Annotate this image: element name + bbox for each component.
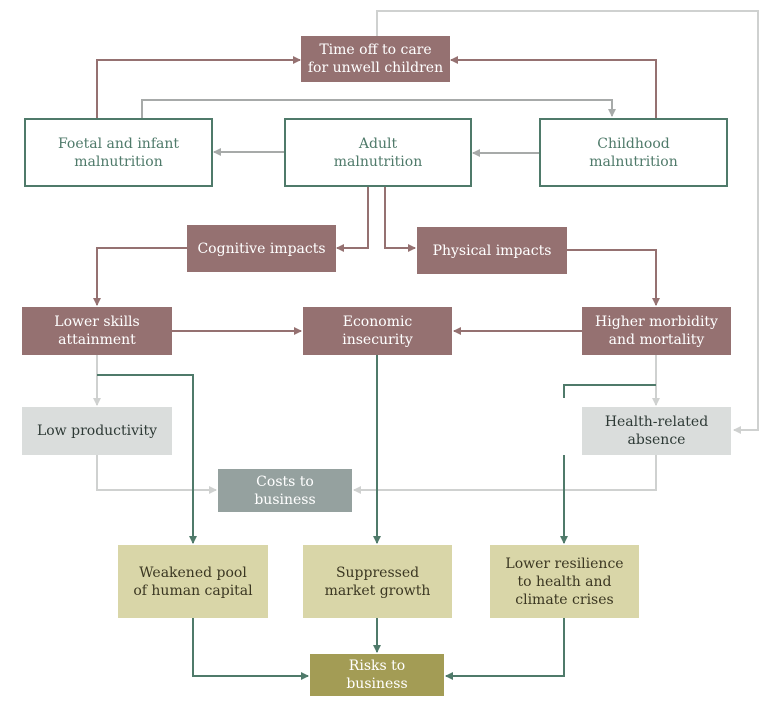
arrow-timeoff-to-absence (376, 10, 759, 434)
arrow-foetal-to-childhood (141, 99, 616, 118)
low-productivity-box: Low productivity (22, 407, 172, 455)
arrow-cognitive-to-skills (93, 247, 187, 306)
lower-skills-box: Lower skills attainment (22, 307, 172, 355)
morbidity-mortality-box: Higher morbidity and mortality (582, 307, 731, 355)
risks-to-business-box: Risks to business (310, 654, 444, 696)
arrow-productivity-to-costs (96, 455, 217, 494)
arrow-resilience-to-risks (445, 618, 565, 680)
arrow-skills-to-weakened (97, 374, 197, 544)
suppressed-growth-box: Suppressed market growth (303, 545, 452, 618)
childhood-malnutrition-box: Childhood malnutrition (539, 118, 728, 187)
economic-insecurity-box: Economic insecurity (303, 307, 452, 355)
arrow-weakened-to-risks (192, 618, 309, 680)
cognitive-impacts-box: Cognitive impacts (187, 225, 336, 272)
arrow-adult-to-cognitive (336, 187, 369, 252)
arrow-adult-to-physical (384, 187, 416, 252)
costs-to-business-box: Costs to business (218, 469, 352, 512)
arrow-foetal-to-timeoff (96, 56, 301, 118)
arrow-absence-to-costs (353, 455, 657, 494)
arrow-morbidity-to-resilience (564, 384, 656, 543)
arrow-physical-to-morbidity (567, 249, 660, 306)
weakened-pool-box: Weakened pool of human capital (118, 545, 268, 618)
foetal-infant-malnutrition-box: Foetal and infant malnutrition (24, 118, 213, 187)
physical-impacts-box: Physical impacts (417, 227, 567, 274)
arrow-childhood-to-timeoff (450, 56, 657, 118)
time-off-box: Time off to care for unwell children (301, 36, 450, 82)
adult-malnutrition-box: Adult malnutrition (284, 118, 472, 187)
health-absence-box: Health-related absence (582, 407, 731, 455)
lower-resilience-box: Lower resilience to health and climate c… (490, 545, 639, 618)
